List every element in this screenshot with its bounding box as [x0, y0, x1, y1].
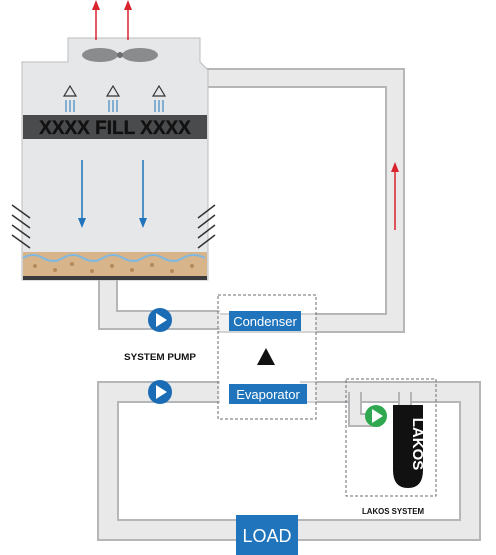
spray-nozzle-icon [151, 84, 167, 112]
lakos-separator [393, 405, 423, 488]
air-intake-left-icon [11, 204, 31, 249]
load-block: LOAD [236, 515, 298, 555]
condenser-label: Condenser [233, 314, 297, 329]
cooling-tower: XXXX FILL XXXX [11, 37, 216, 281]
evaporator-label: Evaporator [236, 387, 300, 402]
tower-basin [23, 252, 207, 278]
lakos-system: LAKOS LAKOS SYSTEM [345, 378, 437, 516]
system-pump-label: SYSTEM PUMP [124, 352, 196, 362]
condenser-pump-icon [148, 308, 172, 332]
air-intake-right-icon [197, 204, 216, 249]
spray-nozzle-icon [105, 84, 121, 112]
lakos-pump-icon [365, 405, 387, 427]
heat-exhaust-arrow-icon [124, 0, 132, 40]
water-flow-down-icon [139, 160, 147, 228]
lakos-logo-text: LAKOS [409, 418, 426, 471]
fill-label: XXXX FILL XXXX [39, 118, 191, 139]
flow-up-arrow-icon [391, 162, 399, 230]
fan-blade-right-icon [122, 48, 158, 62]
fill-media [23, 115, 207, 139]
fan-blade-left-icon [82, 48, 118, 62]
heat-exhaust-arrow-icon [92, 0, 100, 40]
lakos-system-label: LAKOS SYSTEM [362, 507, 424, 516]
water-flow-down-icon [78, 160, 86, 228]
compressor-triangle-icon [257, 348, 275, 365]
spray-nozzle-icon [62, 84, 78, 112]
evaporator-box [229, 384, 307, 404]
chiller-unit: Condenser Evaporator [217, 294, 317, 420]
chilled-water-pump-icon [148, 380, 172, 404]
load-label: LOAD [242, 526, 291, 546]
condenser-box [229, 311, 301, 331]
